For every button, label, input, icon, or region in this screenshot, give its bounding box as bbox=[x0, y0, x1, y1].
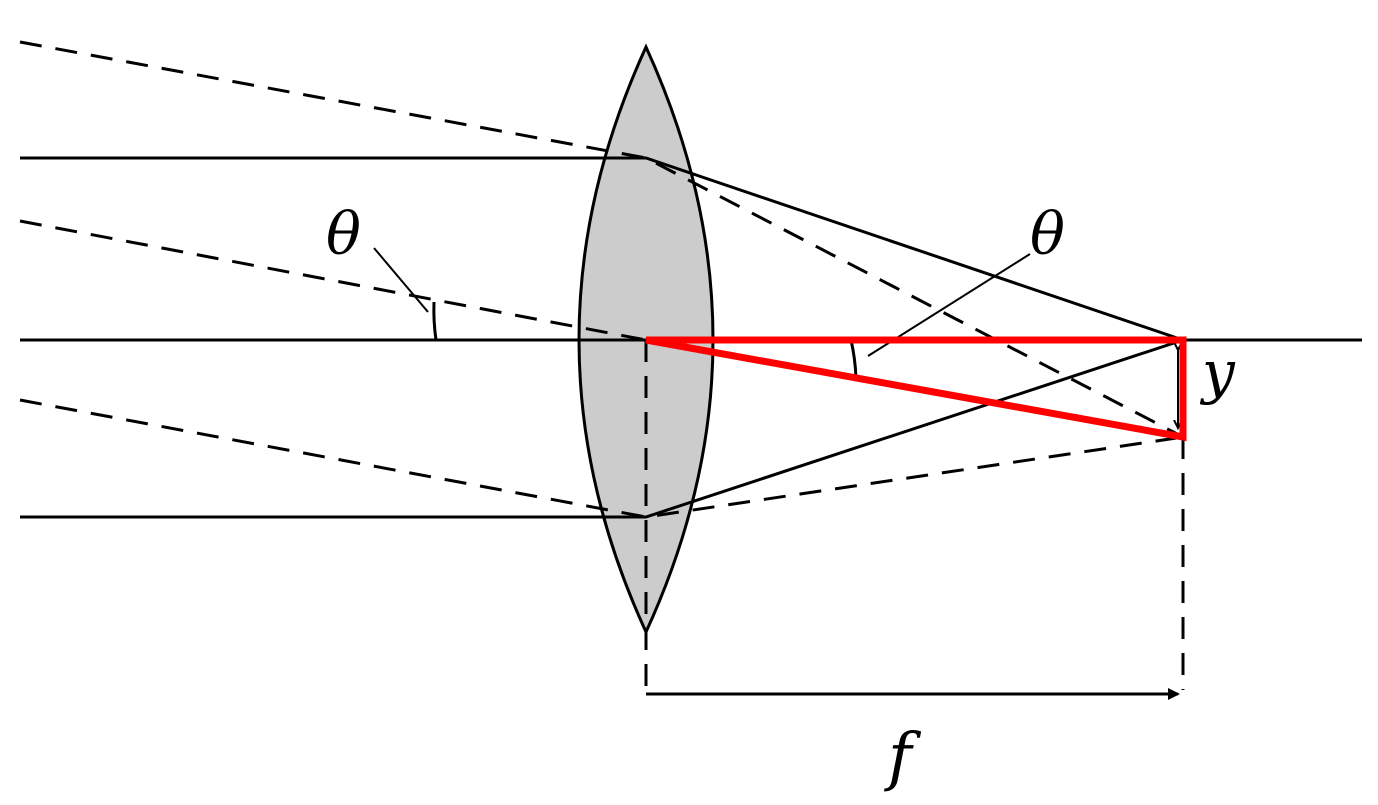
solid-ray-top bbox=[20, 156, 1184, 342]
angle-arc-right bbox=[849, 339, 858, 379]
theta-left-label: θ bbox=[326, 200, 361, 268]
highlight-triangle bbox=[645, 336, 1187, 442]
theta-left-leader bbox=[373, 247, 429, 313]
theta-right-label: θ bbox=[1030, 200, 1065, 268]
solid-ray-bottom bbox=[20, 338, 1184, 519]
f-label: f bbox=[884, 720, 922, 794]
y-label: y bbox=[1199, 338, 1236, 406]
angle-arc-left bbox=[432, 301, 438, 341]
